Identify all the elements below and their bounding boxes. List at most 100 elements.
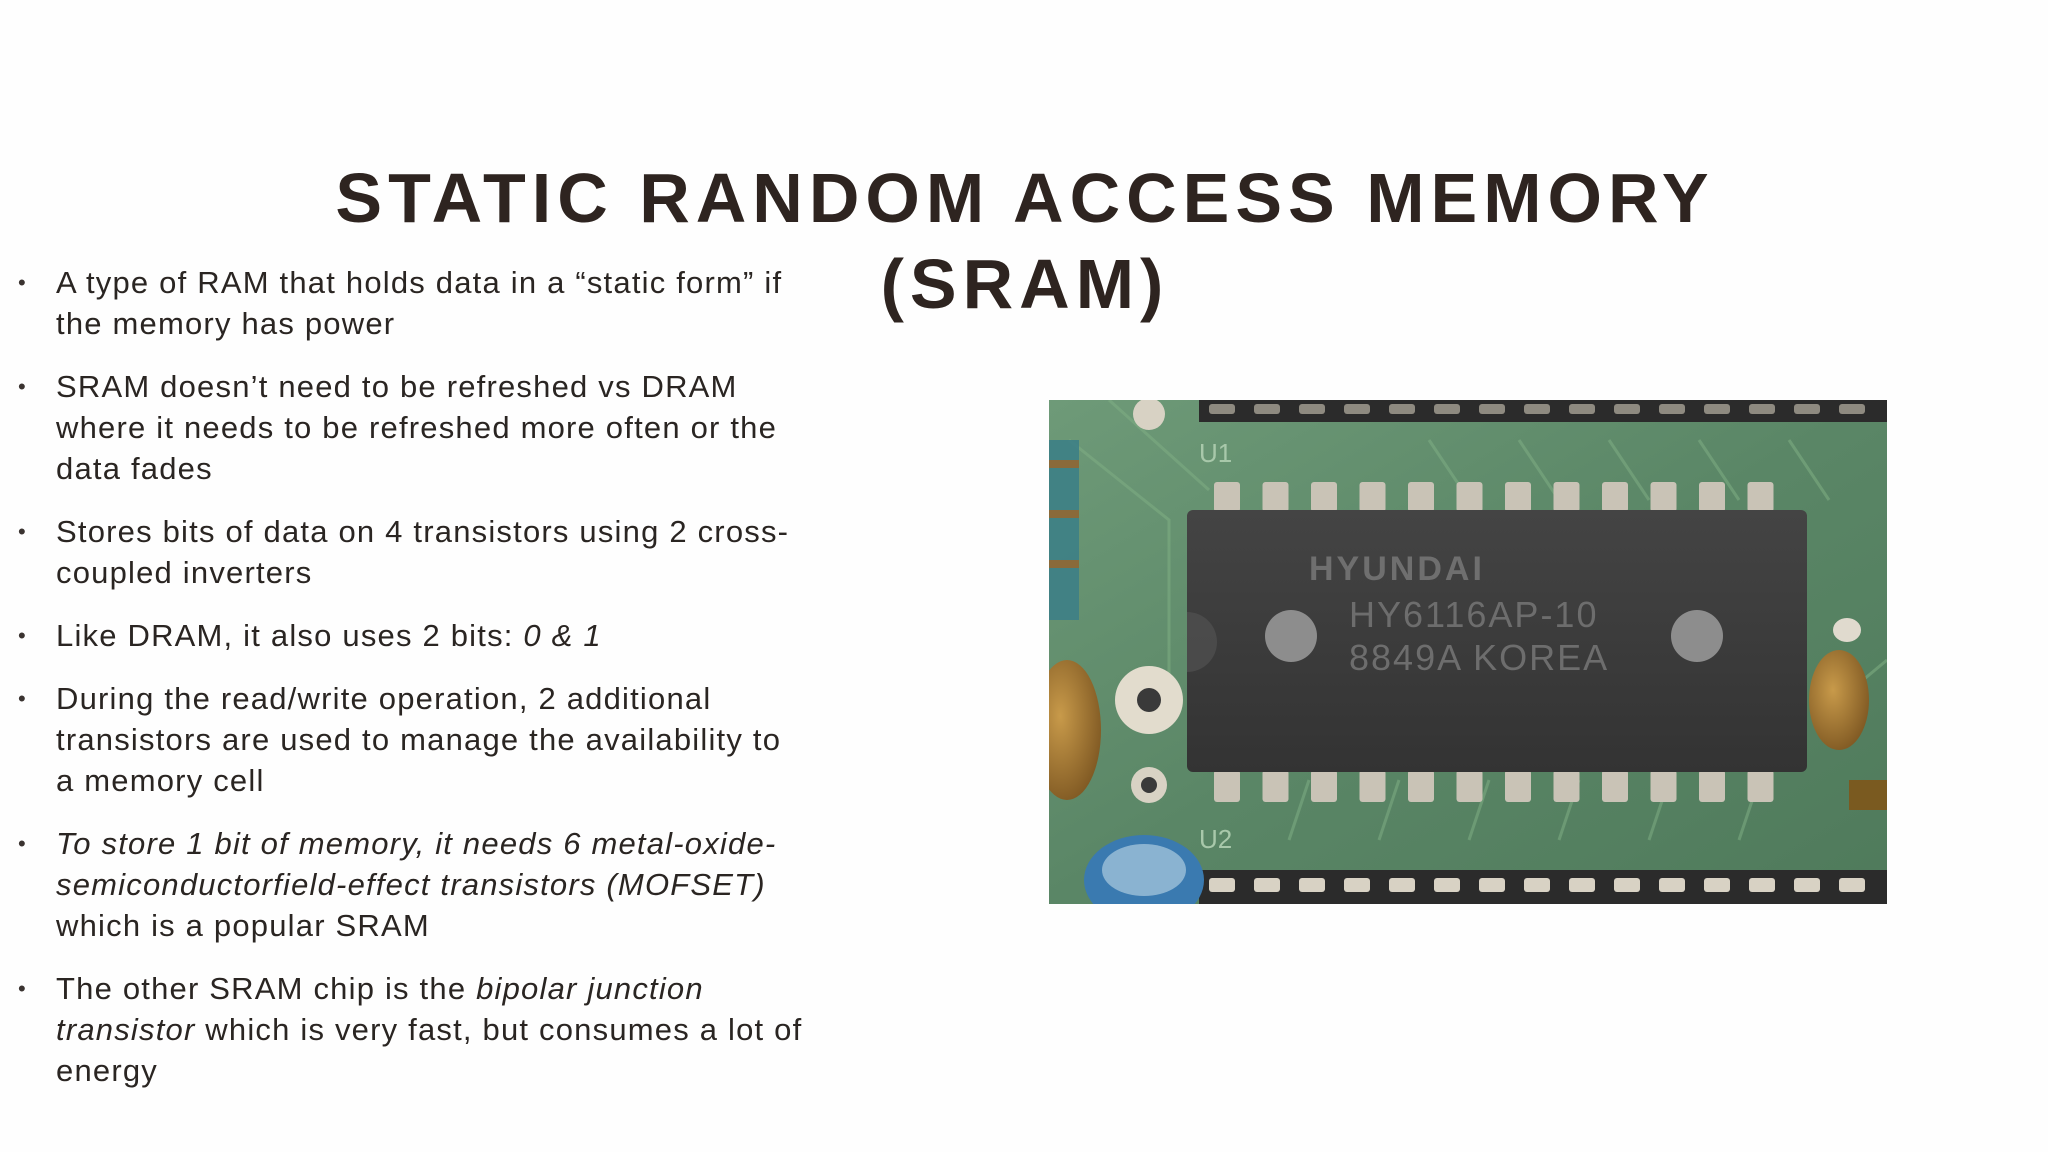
socket-pin [1524,878,1550,892]
socket-pin [1749,878,1775,892]
chip-pin [1456,770,1483,802]
socket-pin [1389,878,1415,892]
bullet-dot-icon: • [18,686,27,711]
chip-pin [1214,770,1240,802]
chip-model-text: HY6116AP-10 [1349,594,1598,635]
bullet-text: The other SRAM chip is the [56,971,477,1006]
socket-pin [1389,404,1415,414]
bullet-item: • Stores bits of data on 4 transistors us… [14,511,804,593]
bullet-item: • SRAM doesn’t need to be refreshed vs DR… [14,366,804,489]
bullet-dot-icon: • [18,374,27,399]
socket-pin [1704,404,1730,414]
bullet-text-italic: To store 1 bit of memory, it needs 6 met… [56,826,777,902]
socket-pin [1749,404,1775,414]
board-traces [1068,400,1887,841]
socket-pin [1839,878,1865,892]
bullet-item: • Like DRAM, it also uses 2 bits: 0 & 1 [14,615,804,656]
socket-pin [1614,404,1640,414]
chip-pin [1602,482,1628,512]
capacitor-right [1809,650,1869,750]
solder-pad-top [1133,400,1165,430]
socket-pin [1479,404,1505,414]
chip-pin [1505,482,1531,512]
chip-dimple-right [1671,610,1723,662]
bullet-item: • A type of RAM that holds data in a “sta… [14,262,804,344]
socket-pin [1659,878,1685,892]
title-line-1: STATIC RANDOM ACCESS MEMORY [335,159,1715,237]
socket-pin [1524,404,1550,414]
chip-pin [1262,770,1289,802]
chip-dimple-left [1265,610,1317,662]
chip-notch [1187,612,1217,672]
board-label-u2: U2 [1199,824,1232,854]
socket-pin [1659,404,1685,414]
socket-pin [1839,404,1865,414]
bullet-text: SRAM doesn’t need to be refreshed vs DRA… [56,369,778,486]
chip-pin [1408,770,1434,802]
board-label-u1: U1 [1199,438,1232,468]
slide-title: STATIC RANDOM ACCESS MEMORY (SRAM) [300,155,1750,327]
socket-pin [1794,404,1820,414]
chip-pin [1602,770,1628,802]
socket-pin [1569,404,1595,414]
capacitor-left [1049,660,1101,800]
component-right [1849,780,1887,810]
bullet-list: • A type of RAM that holds data in a “sta… [14,262,804,1113]
sram-chip-photo: HYUNDAI HY6116AP-10 8849A KOREA U1 U2 [1049,400,1887,904]
socket-pin [1614,878,1640,892]
chip-pin [1262,482,1289,512]
bullet-text: which is a popular SRAM [56,908,430,943]
chip-pin [1505,770,1531,802]
bullet-text: Like DRAM, it also uses 2 bits: [56,618,524,653]
socket-pin [1209,404,1235,414]
socket-pin [1434,878,1460,892]
socket-pin [1299,878,1325,892]
bullet-item: • The other SRAM chip is the bipolar junc… [14,968,804,1091]
chip-origin-text: 8849A KOREA [1349,637,1609,678]
bullet-dot-icon: • [18,976,27,1001]
chip-body [1187,510,1807,772]
chip-pin [1214,482,1240,512]
chip-pin [1311,770,1337,802]
resistor-left [1049,440,1079,620]
socket-pin [1434,404,1460,414]
bullet-dot-icon: • [18,270,27,295]
bullet-text-italic: bipolar junction transistor [56,971,704,1047]
chip-pin [1699,482,1725,512]
chip-pin [1456,482,1483,512]
chip-pin [1650,770,1677,802]
chip-pin [1311,482,1337,512]
chip-pin [1747,482,1774,512]
chip-pin [1747,770,1774,802]
socket-pin [1569,878,1595,892]
socket-pin [1344,404,1370,414]
title-line-2: (SRAM) [880,245,1170,323]
bullet-text: A type of RAM that holds data in a “stat… [56,265,783,341]
socket-pin [1794,878,1820,892]
chip-pin [1359,770,1386,802]
bullet-dot-icon: • [18,831,27,856]
chip-pin [1650,482,1677,512]
socket-pin [1479,878,1505,892]
bullet-text-italic: 0 & 1 [523,618,602,653]
chip-pin [1359,482,1386,512]
socket-pin [1344,878,1370,892]
bullet-text: which is very fast, but consumes a lot o… [56,1012,803,1088]
chip-photo-svg: HYUNDAI HY6116AP-10 8849A KOREA U1 U2 [1049,400,1887,904]
socket-pin [1299,404,1325,414]
bullet-item: • During the read/write operation, 2 addi… [14,678,804,801]
bullet-dot-icon: • [18,623,27,648]
socket-pin [1704,878,1730,892]
bullet-text: Stores bits of data on 4 transistors usi… [56,514,790,590]
socket-pin [1209,878,1235,892]
bullet-item: • To store 1 bit of memory, it needs 6 me… [14,823,804,946]
socket-pin [1254,404,1280,414]
bullet-text: During the read/write operation, 2 addit… [56,681,782,798]
chip-pin [1553,482,1580,512]
chip-pin [1553,770,1580,802]
bullet-dot-icon: • [18,519,27,544]
chip-brand-text: HYUNDAI [1309,550,1485,588]
socket-pin [1254,878,1280,892]
chip-pin [1408,482,1434,512]
